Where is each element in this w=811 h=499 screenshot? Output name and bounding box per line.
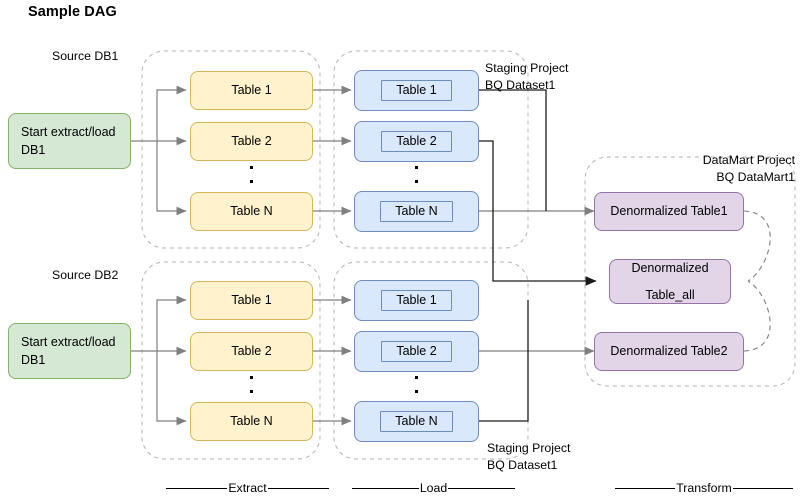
caption-line: BQ DataMart1 bbox=[716, 169, 795, 184]
extract-table-db1-n-label: Table N bbox=[230, 204, 273, 219]
phase-transform-label: Transform bbox=[676, 481, 732, 495]
load-table-db2-2-label: Table 2 bbox=[381, 340, 452, 363]
caption-line: DataMart Project bbox=[702, 153, 795, 167]
caption-line: Staging Project bbox=[485, 61, 569, 75]
extract-table-db1-2[interactable]: Table 2 bbox=[190, 122, 313, 161]
extract-table-db1-1-label: Table 1 bbox=[231, 83, 272, 98]
caption-line: BQ Dataset1 bbox=[487, 457, 558, 472]
denormalized-table2[interactable]: Denormalized Table2 bbox=[594, 332, 744, 371]
arrows-extract-db1 bbox=[131, 85, 187, 216]
arrows-load-to-datamart bbox=[479, 206, 595, 356]
caption-line: Denormalized bbox=[631, 260, 709, 275]
phase-load-rule-left bbox=[352, 487, 419, 489]
phase-load-rule-right bbox=[448, 487, 516, 489]
extract-db2-ellipsis bbox=[250, 376, 253, 393]
phase-transform-rule-left bbox=[615, 487, 676, 489]
denormalized-table1[interactable]: Denormalized Table1 bbox=[594, 192, 744, 231]
extract-db1-ellipsis bbox=[250, 166, 253, 183]
phase-extract-rule-right bbox=[267, 487, 329, 489]
load-table-db1-2-label: Table 2 bbox=[381, 130, 452, 153]
load-table-db1-2[interactable]: Table 2 bbox=[354, 121, 479, 162]
phase-extract-rule-left bbox=[166, 487, 228, 489]
extract-table-db1-n[interactable]: Table N bbox=[190, 192, 313, 231]
load-table-db1-1-label: Table 1 bbox=[381, 79, 452, 102]
phase-load: Load bbox=[352, 481, 516, 495]
load-table-db1-1[interactable]: Table 1 bbox=[354, 70, 479, 111]
load-table-db1-n-label: Table N bbox=[380, 200, 453, 223]
start-node-db1[interactable]: Start extract/load DB1 bbox=[8, 113, 131, 169]
extract-table-db2-1-label: Table 1 bbox=[231, 293, 272, 308]
extract-table-db2-2[interactable]: Table 2 bbox=[190, 332, 313, 371]
staging-caption-db1: Staging Project BQ Dataset1 bbox=[485, 60, 568, 93]
phase-extract-label: Extract bbox=[228, 481, 267, 495]
load-db1-ellipsis bbox=[415, 166, 418, 183]
phase-load-label: Load bbox=[419, 481, 448, 495]
phase-transform-rule-right bbox=[732, 487, 794, 489]
load-db2-ellipsis bbox=[415, 376, 418, 393]
dashed-containers bbox=[141, 50, 796, 460]
source-db1-label: Source DB1 bbox=[52, 49, 119, 63]
phase-extract: Extract bbox=[166, 481, 329, 495]
arrows-extract-to-load-db2 bbox=[313, 295, 352, 426]
arrows-extract-db2 bbox=[131, 295, 187, 426]
load-table-db2-n-label: Table N bbox=[380, 410, 453, 433]
load-table-db2-1-label: Table 1 bbox=[381, 289, 452, 312]
staging-caption-db2: Staging Project BQ Dataset1 bbox=[487, 440, 570, 473]
extract-table-db2-1[interactable]: Table 1 bbox=[190, 281, 313, 320]
phase-transform: Transform bbox=[615, 481, 794, 495]
load-table-db1-n[interactable]: Table N bbox=[354, 191, 479, 232]
denormalized-table2-label: Denormalized Table2 bbox=[610, 344, 728, 359]
caption-line: Staging Project bbox=[487, 441, 571, 455]
start-node-db2-label: Start extract/load DB1 bbox=[21, 334, 116, 367]
load-table-db2-1[interactable]: Table 1 bbox=[354, 280, 479, 321]
source-db2-label: Source DB2 bbox=[52, 268, 119, 282]
arrows-to-table-all bbox=[479, 89, 597, 422]
extract-table-db1-1[interactable]: Table 1 bbox=[190, 71, 313, 110]
load-table-db2-n[interactable]: Table N bbox=[354, 401, 479, 442]
extract-table-db1-2-label: Table 2 bbox=[231, 134, 272, 149]
caption-line: Table_all bbox=[645, 288, 695, 302]
denormalized-table1-label: Denormalized Table1 bbox=[610, 204, 728, 219]
extract-table-db2-n-label: Table N bbox=[230, 414, 273, 429]
arrows-extract-to-load-db1 bbox=[313, 85, 352, 216]
datamart-caption: DataMart Project BQ DataMart1 bbox=[615, 152, 795, 185]
start-node-db2[interactable]: Start extract/load DB1 bbox=[8, 323, 131, 379]
datamart-curve-connectors bbox=[743, 210, 771, 352]
start-node-db1-label: Start extract/load DB1 bbox=[21, 124, 116, 157]
load-table-db2-2[interactable]: Table 2 bbox=[354, 331, 479, 372]
extract-table-db2-n[interactable]: Table N bbox=[190, 402, 313, 441]
caption-line: BQ Dataset1 bbox=[485, 77, 556, 92]
page-title: Sample DAG bbox=[28, 4, 117, 20]
extract-table-db2-2-label: Table 2 bbox=[231, 344, 272, 359]
